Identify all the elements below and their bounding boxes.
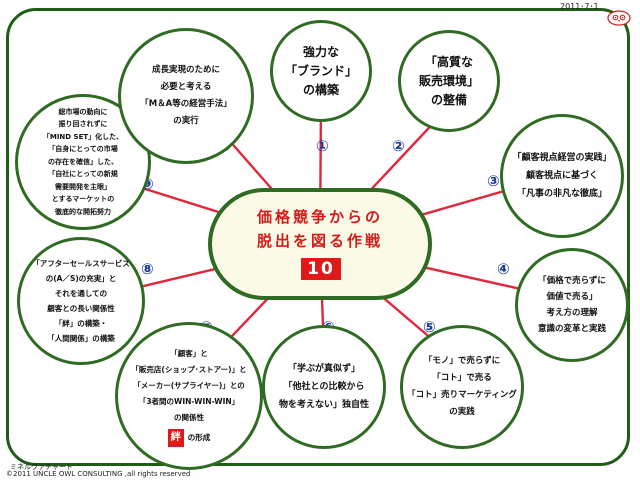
node-number-3: ③ xyxy=(487,172,500,190)
date-label: 2011･7･1 xyxy=(560,2,599,11)
node-3-customer-viewpoint: 「顧客視点経営の実践」 顧客視点に基づく 「凡事の非凡な徹底」 xyxy=(500,114,624,238)
node-number-4: ④ xyxy=(497,260,510,278)
node-number-2: ② xyxy=(392,137,405,155)
center-title-line-2: 脱出を図る作戦 xyxy=(256,232,383,250)
node-7-win-win-win: 「顧客」と 「販売店(ショップ･ストアー)」と 「メーカー(サプライヤー)」との… xyxy=(115,322,263,470)
center-strategy-hub: 価格競争からの 脱出を図る作戦 10 xyxy=(208,188,432,300)
node-number-1: ① xyxy=(316,137,329,155)
node-4-value-selling: 「価格で売らずに 価値で売る」 考え方の理解 意識の変革と実践 xyxy=(515,248,629,362)
owl-logo-icon xyxy=(607,10,631,26)
node-6-originality: 「学ぶが真似ず」 「他社との比較から 物を考えない」独自性 xyxy=(262,325,386,449)
node-1-brand: 強力な 「ブランド」 の構築 xyxy=(270,20,372,122)
copyright-notice: ©2011 UNCLE OWL CONSULTING ,all rights r… xyxy=(6,470,191,478)
node-5-koto-marketing: 「モノ」で売らずに 「コト」で売る 「コト」売りマーケティング の実践 xyxy=(400,325,524,449)
brand-label: ミネルヴァチャート xyxy=(10,463,73,471)
node-number-8: ⑧ xyxy=(141,260,154,278)
kizuna-badge: 絆 xyxy=(167,428,184,447)
node-10-m-and-a: 成長実現のために 必要と考える 「M＆A等の経営手法」 の実行 xyxy=(118,28,254,164)
node-8-after-sales: 「アフターセールスサービス の(A／S)の充実」と それを通しての 顧客との長い… xyxy=(17,237,145,365)
center-title-line-1: 価格競争からの xyxy=(256,208,383,226)
node-2-sales-environment: 「高質な 販売環境」 の整備 xyxy=(398,30,500,132)
strategy-count-badge: 10 xyxy=(301,258,341,280)
